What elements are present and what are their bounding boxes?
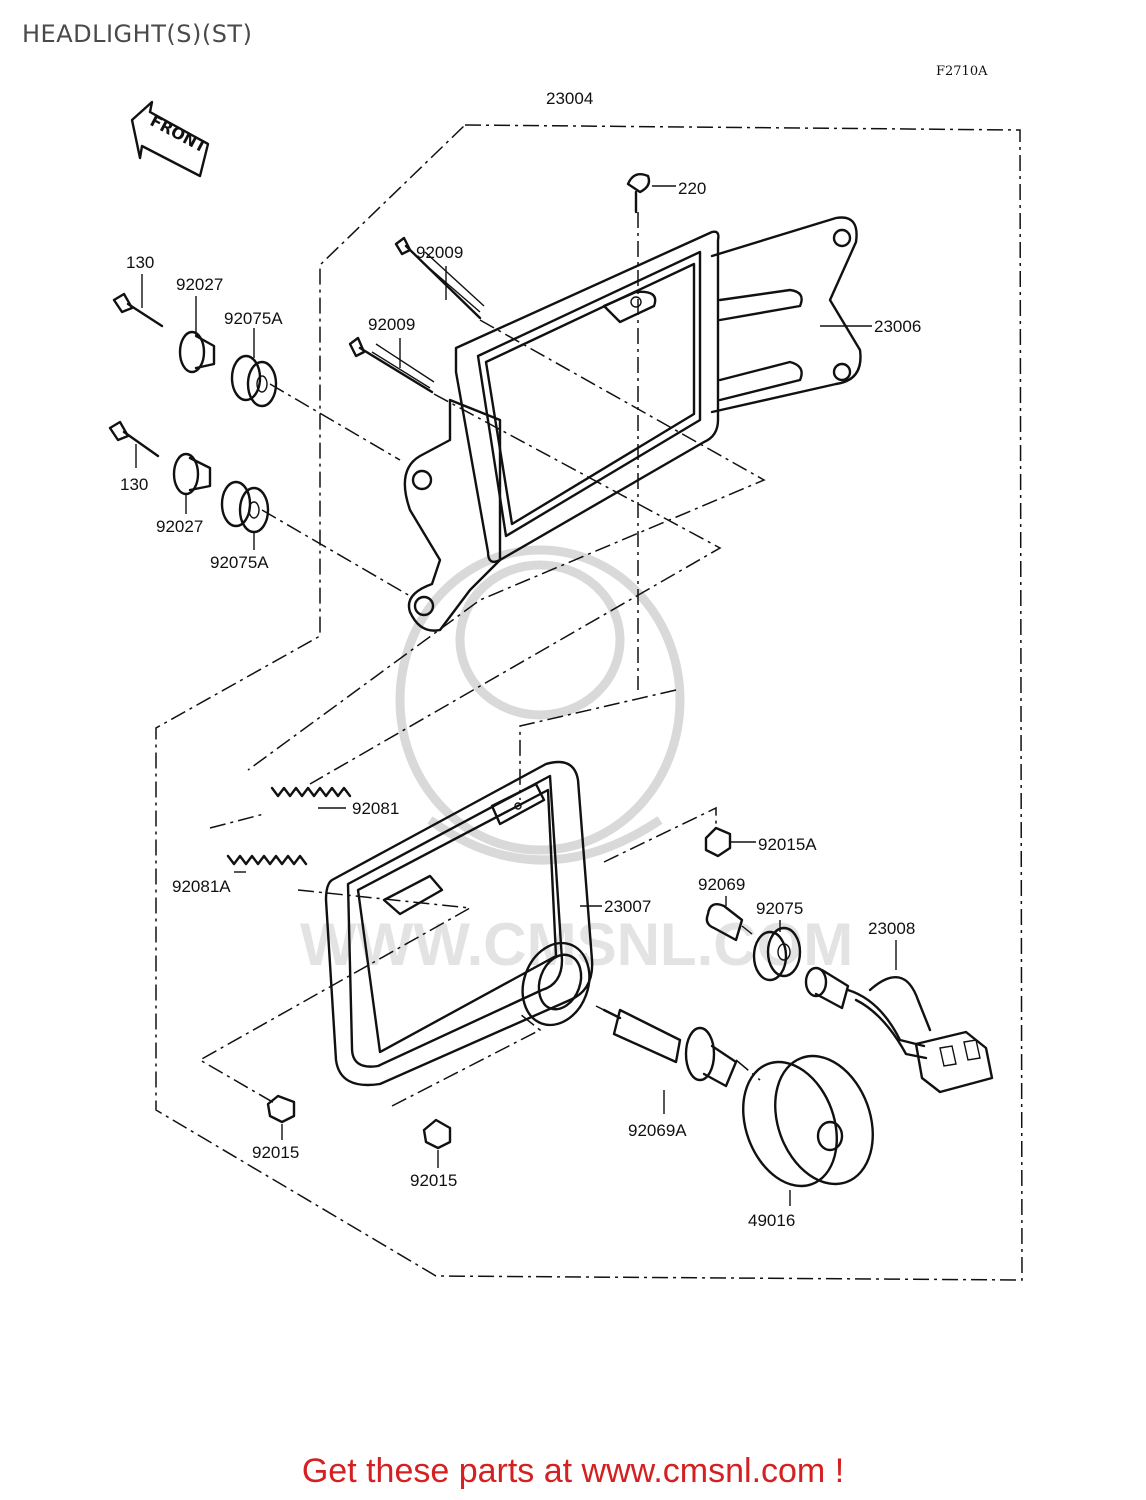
callout-92081: 92081 xyxy=(352,799,399,818)
drawing-code: F2710A xyxy=(936,64,988,79)
headlight-rim-23006 xyxy=(403,216,862,632)
callout-220: 220 xyxy=(678,179,706,198)
callout-leader-lines xyxy=(135,185,897,1206)
callout-92069A: 92069A xyxy=(628,1121,687,1140)
nut-92015-right xyxy=(422,1118,452,1150)
adjusting-spring-92081A xyxy=(226,854,308,866)
grommet-92075A-upper xyxy=(230,354,278,408)
callout-23006: 23006 xyxy=(874,317,921,336)
assembly-outline-23004 xyxy=(155,124,1023,1281)
callout-23004: 23004 xyxy=(546,89,593,108)
bolt-92009-upper xyxy=(394,236,485,320)
headlight-bulb-92069A xyxy=(602,1008,738,1088)
callout-92009-lower: 92009 xyxy=(368,315,415,334)
callout-92027-lower: 92027 xyxy=(156,517,203,536)
nut-92015A xyxy=(704,826,732,858)
grommet-92075A-lower xyxy=(220,480,270,534)
collar-92027-lower xyxy=(172,452,212,496)
screw-220 xyxy=(626,173,651,214)
page-title: HEADLIGHT(S)(ST) xyxy=(22,20,253,48)
callout-92075: 92075 xyxy=(756,899,803,918)
adjusting-spring-92081 xyxy=(270,786,352,798)
callout-49016: 49016 xyxy=(748,1211,795,1230)
callout-92015-left: 92015 xyxy=(252,1143,299,1162)
nut-92015-left xyxy=(266,1094,296,1124)
bolt-130-upper xyxy=(112,292,164,328)
callout-92075A-upper: 92075A xyxy=(224,309,283,328)
grommet-92075 xyxy=(752,926,802,982)
promo-banner: Get these parts at www.cmsnl.com ! xyxy=(301,1452,845,1490)
bulb-retainer-ring xyxy=(521,941,591,1027)
callout-92015A: 92015A xyxy=(758,835,817,854)
callout-23008: 23008 xyxy=(868,919,915,938)
callout-130-upper: 130 xyxy=(126,253,154,272)
watermark-text: WWW.CMSNL.COM xyxy=(300,911,853,978)
callout-130-lower: 130 xyxy=(120,475,148,494)
front-arrow-icon: FRONT xyxy=(130,100,210,178)
dust-cover-49016 xyxy=(742,1054,874,1188)
callout-92075A-lower: 92075A xyxy=(210,553,269,572)
front-arrow-label: FRONT xyxy=(147,111,210,157)
callout-labels: 23004 220 92009 92009 130 92027 92075A 2… xyxy=(120,89,921,1230)
pilot-bulb-92069 xyxy=(705,903,753,942)
assembly-leader-lines xyxy=(198,212,766,1107)
callout-23007: 23007 xyxy=(604,897,651,916)
bolt-130-lower xyxy=(108,420,160,458)
callout-92027-upper: 92027 xyxy=(176,275,223,294)
callout-92015-right: 92015 xyxy=(410,1171,457,1190)
callout-92009-upper: 92009 xyxy=(416,243,463,262)
cmsnl-watermark: WWW.CMSNL.COM xyxy=(300,545,853,978)
callout-92081A: 92081A xyxy=(172,877,231,896)
callout-92069: 92069 xyxy=(698,875,745,894)
bolt-92009-lower xyxy=(348,336,435,394)
collar-92027-upper xyxy=(178,330,216,374)
socket-harness-23008 xyxy=(804,966,994,1094)
